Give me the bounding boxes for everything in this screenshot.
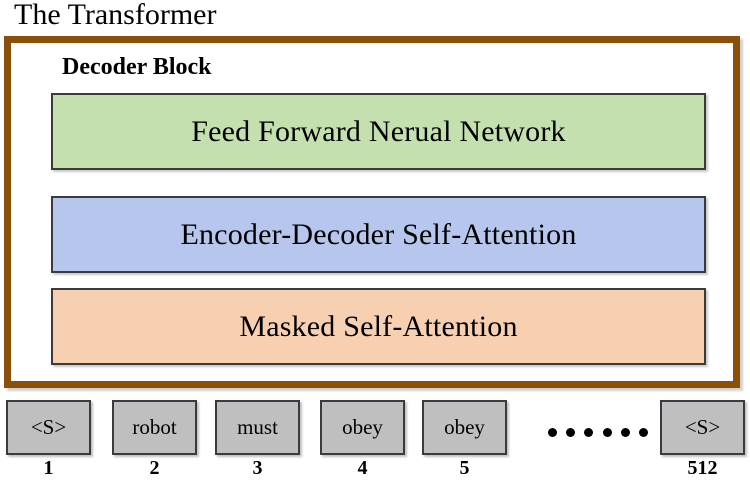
token-label: obey — [444, 415, 485, 439]
token-label: <S> — [684, 415, 721, 439]
token-box: obey — [320, 400, 405, 455]
token-label: obey — [342, 415, 383, 439]
token-index: 4 — [357, 457, 368, 479]
decoder-block-label: Decoder Block — [62, 54, 212, 80]
token-box: must — [215, 400, 300, 455]
token-cell: robot 2 — [112, 400, 197, 479]
ellipsis-dot — [584, 427, 594, 437]
token-ellipsis-icon — [548, 422, 648, 442]
token-box: <S> — [660, 400, 745, 455]
token-box: <S> — [6, 400, 91, 455]
token-index: 3 — [252, 457, 263, 479]
layer-encoder-decoder-self-attention: Encoder-Decoder Self-Attention — [51, 196, 706, 273]
token-box: obey — [422, 400, 507, 455]
ellipsis-dot — [620, 427, 630, 437]
token-label: robot — [132, 415, 177, 439]
token-row: <S> 1 robot 2 must 3 obey 4 obey — [0, 400, 750, 485]
token-label: must — [237, 415, 278, 439]
token-cell: must 3 — [215, 400, 300, 479]
layer-masked-self-attention: Masked Self-Attention — [51, 288, 706, 365]
token-cell: <S> 512 — [660, 400, 745, 479]
ellipsis-dot — [638, 427, 648, 437]
layer-label-masked-self-attention: Masked Self-Attention — [239, 309, 518, 343]
layer-label-encoder-decoder-self-attention: Encoder-Decoder Self-Attention — [180, 217, 577, 251]
layer-feed-forward-neural-network: Feed Forward Nerual Network — [51, 93, 706, 170]
token-index: 512 — [687, 457, 718, 479]
token-label: <S> — [30, 415, 67, 439]
token-cell: obey 5 — [422, 400, 507, 479]
layer-label-feed-forward-neural-network: Feed Forward Nerual Network — [191, 114, 566, 148]
token-cell: <S> 1 — [6, 400, 91, 479]
page-title: The Transformer — [14, 0, 217, 31]
token-index: 5 — [459, 457, 470, 479]
token-index: 1 — [43, 457, 54, 479]
ellipsis-dot — [548, 427, 557, 437]
token-cell: obey 4 — [320, 400, 405, 479]
ellipsis-dot — [602, 427, 612, 437]
token-index: 2 — [149, 457, 160, 479]
token-box: robot — [112, 400, 197, 455]
ellipsis-dot — [566, 427, 576, 437]
